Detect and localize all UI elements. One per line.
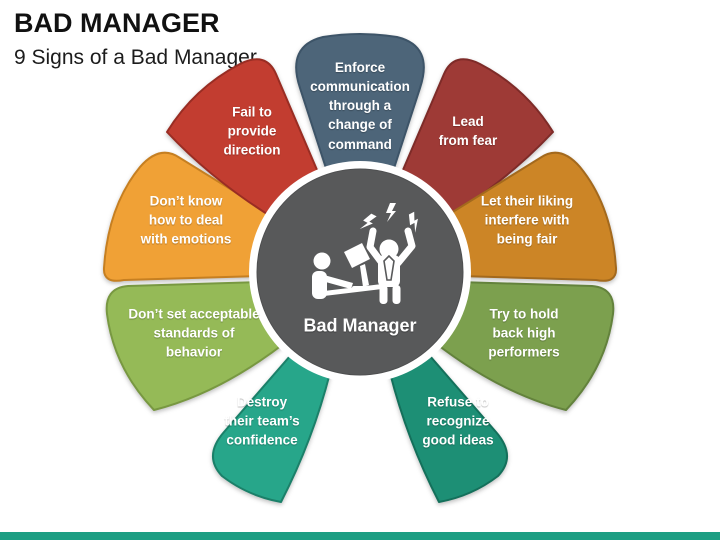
- petal-label-no-acceptable-standards: Don’t set acceptable standards of behavi…: [128, 306, 260, 360]
- tie-icon: [383, 254, 395, 281]
- petal-label-liking-interferes-with-fairness: Let their liking interfere with being fa…: [480, 193, 574, 247]
- petal-label-cant-deal-with-emotions: Don’t know how to deal with emotions: [140, 193, 232, 247]
- desk-and-monitor-icon: [324, 243, 382, 296]
- petal-label-destroy-team-confidence: Destroy their team’s confidence: [224, 394, 300, 448]
- angry-manager-figure: [366, 227, 416, 304]
- petal-label-fail-to-provide-direction: Fail to provide direction: [223, 104, 281, 158]
- center-circle-label: Bad Manager: [303, 315, 417, 336]
- petal-label-refuse-good-ideas: Refuse to recognize good ideas: [422, 394, 494, 448]
- petal-label-hold-back-high-performers: Try to hold back high performers: [488, 306, 560, 360]
- page-subtitle: 9 Signs of a Bad Manager: [14, 46, 257, 69]
- page-title: BAD MANAGER: [14, 8, 220, 38]
- petal-label-lead-from-fear: Lead from fear: [438, 113, 498, 148]
- angry-manager-at-desk-icon: [312, 203, 424, 304]
- petal-label-enforce-communication: Enforce communication through a change o…: [310, 60, 410, 152]
- seated-worker-figure: [312, 252, 353, 299]
- footer-accent-bar: [0, 532, 720, 540]
